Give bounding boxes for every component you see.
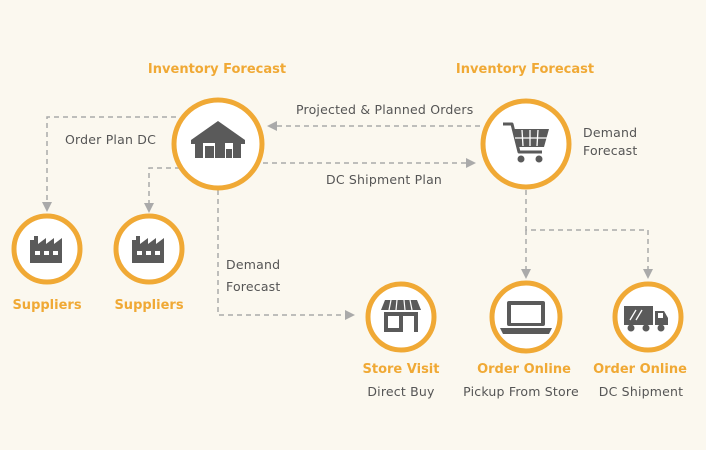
order-ship-label: Order Online bbox=[593, 362, 687, 377]
edge-order-plan-supplier-a bbox=[42, 116, 176, 212]
edge-order-plan-supplier-b bbox=[144, 167, 180, 213]
edge-label-demand: Demand bbox=[226, 257, 281, 272]
supplier-b-label: Suppliers bbox=[114, 298, 184, 313]
order-ship-sublabel: DC Shipment bbox=[598, 384, 684, 399]
order-pickup-label: Order Online bbox=[477, 362, 571, 377]
factory-icon bbox=[132, 236, 164, 263]
laptop-icon bbox=[500, 301, 552, 334]
order-pickup-sublabel: Pickup From Store bbox=[463, 384, 579, 399]
edge-demand-forecast bbox=[217, 190, 355, 320]
edge-label-projected-orders: Projected & Planned Orders bbox=[296, 102, 474, 117]
store-icon bbox=[381, 299, 421, 332]
warehouse-icon bbox=[191, 121, 245, 158]
shopping-cart-icon bbox=[503, 122, 549, 163]
retail-title: Inventory Forecast bbox=[455, 62, 595, 77]
edge-label-order-plan: Order Plan DC bbox=[65, 132, 157, 147]
retail-label-demand: Demand bbox=[583, 125, 638, 140]
dc-title: Inventory Forecast bbox=[147, 62, 287, 77]
edge-label-dc-shipment-plan: DC Shipment Plan bbox=[326, 172, 443, 187]
truck-icon bbox=[624, 306, 668, 332]
edge-retail-to-channels bbox=[525, 190, 648, 231]
factory-icon bbox=[30, 236, 62, 263]
edge-label-forecast: Forecast bbox=[226, 279, 281, 294]
supplier-a-label: Suppliers bbox=[12, 298, 82, 313]
store-visit-label: Store Visit bbox=[362, 362, 440, 377]
retail-label-forecast: Forecast bbox=[583, 143, 638, 158]
store-visit-sublabel: Direct Buy bbox=[367, 384, 435, 399]
